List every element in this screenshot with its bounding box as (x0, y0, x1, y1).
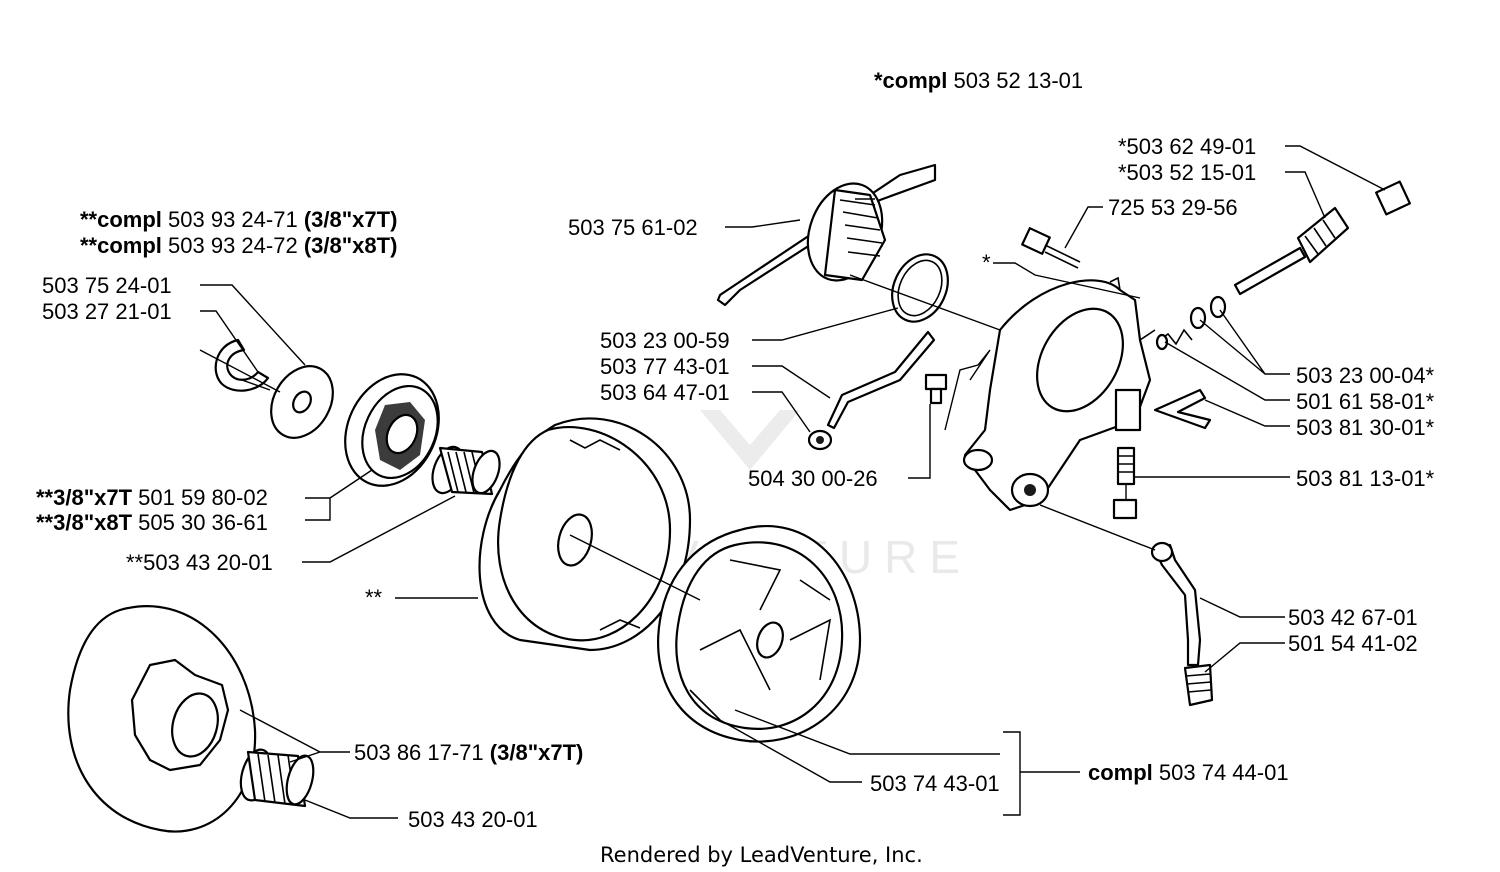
label-sprocket-compl-8t: **compl 503 93 24-72 (3/8"x8T) (80, 233, 397, 258)
label-clutch-compl: compl 503 74 44-01 (1088, 760, 1289, 785)
label-503426701: 503 42 67-01 (1288, 605, 1418, 630)
spring-clip-part (1153, 388, 1212, 430)
label-sprocket-compl-7t-prefix: **compl (80, 207, 162, 232)
label-503811301: 503 81 13-01* (1296, 466, 1435, 491)
spur-sprocket-drum-part (67, 605, 257, 833)
label-501615801: 501 61 58-01* (1296, 389, 1435, 414)
label-503752401: 503 75 24-01 (42, 273, 172, 298)
label-sprocket-compl-7t: **compl 503 93 24-71 (3/8"x7T) (80, 207, 397, 232)
label-504300026: 504 30 00-26 (748, 466, 878, 491)
oring-part (891, 253, 949, 323)
label-sprocket-compl-8t-prefix: **compl (80, 233, 162, 258)
needle-bearing-top-part (431, 445, 501, 496)
label-503521501: *503 52 15-01 (1118, 160, 1256, 185)
label-spur-7t: 503 86 17-71 (3/8"x7T) (354, 740, 583, 765)
label-501544102: 501 54 41-02 (1288, 631, 1418, 656)
clutch-drum-part (478, 417, 692, 652)
label-503230059: 503 23 00-59 (600, 328, 730, 353)
footer-credit: Rendered by LeadVenture, Inc. (600, 843, 923, 867)
label-503756102: 503 75 61-02 (568, 215, 698, 240)
label-pump-marker: * (982, 250, 991, 275)
label-rim-8t: **3/8"x8T 505 30 36-61 (36, 510, 268, 535)
worm-gear-part (716, 163, 937, 307)
label-clutch-compl-number: 503 74 44-01 (1153, 760, 1289, 785)
label-503744301: 503 74 43-01 (870, 771, 1000, 796)
label-spur-7t-suffix: (3/8"x7T) (490, 740, 584, 765)
circlip-part (214, 338, 270, 392)
label-rim-7t-prefix: **3/8"x7T (36, 485, 133, 510)
label-top-compl: *compl 503 52 13-01 (874, 68, 1083, 93)
label-rim-8t-number: 505 30 36-61 (132, 510, 268, 535)
label-503230004: 503 23 00-04* (1296, 363, 1435, 388)
label-rim-8t-prefix: **3/8"x8T (36, 510, 133, 535)
oil-pump-housing-part (962, 276, 1156, 512)
label-503813001: 503 81 30-01* (1296, 415, 1435, 440)
label-sprocket-compl-8t-number: 503 93 24-72 (162, 233, 304, 258)
washer-part (270, 365, 334, 439)
label-top-compl-number: 503 52 13-01 (947, 68, 1083, 93)
label-rim-7t-number: 501 59 80-02 (132, 485, 268, 510)
clutch-part (657, 525, 862, 743)
screw-part (1021, 227, 1081, 269)
label-top-compl-prefix: *compl (874, 68, 947, 93)
label-sprocket-compl-7t-suffix: (3/8"x7T) (304, 207, 398, 232)
cap-part (807, 429, 833, 451)
oil-hose-filter-part (1150, 541, 1214, 707)
label-503774301: 503 77 43-01 (600, 354, 730, 379)
label-spur-7t-number: 503 86 17-71 (354, 740, 490, 765)
label-503644701: 503 64 47-01 (600, 380, 730, 405)
leader-lines (199, 145, 1386, 819)
label-725532956: 725 53 29-56 (1108, 195, 1238, 220)
needle-bearing-bottom-part (239, 748, 315, 808)
pump-plunger-part (1233, 206, 1350, 296)
sleeve-part (1375, 180, 1411, 216)
oil-nipple-part (924, 373, 948, 405)
oil-pipe-part (826, 330, 936, 430)
label-sprocket-compl-8t-suffix: (3/8"x8T) (304, 233, 398, 258)
label-bearing-bottom: 503 43 20-01 (408, 807, 538, 832)
adjuster-screw-part (1112, 446, 1138, 520)
label-drum-marker: ** (365, 585, 383, 610)
label-clutch-compl-prefix: compl (1088, 760, 1153, 785)
label-bearing-top: **503 43 20-01 (126, 550, 273, 575)
label-rim-7t: **3/8"x7T 501 59 80-02 (36, 485, 268, 510)
rim-sprocket-part (344, 373, 440, 487)
spring-washer-part (1155, 295, 1227, 351)
label-sprocket-compl-7t-number: 503 93 24-71 (162, 207, 304, 232)
label-503272101: 503 27 21-01 (42, 299, 172, 324)
label-503624901: *503 62 49-01 (1118, 134, 1256, 159)
